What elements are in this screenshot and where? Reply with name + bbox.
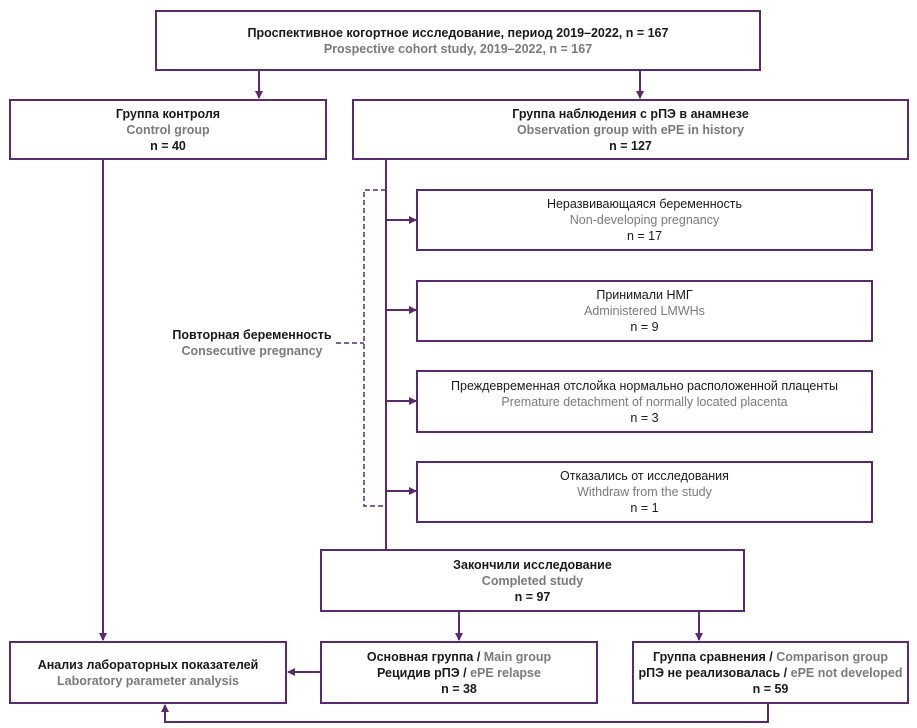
main-group-box: Основная группа / Main group Рецидив рПЭ… <box>320 641 598 704</box>
completed-count: n = 97 <box>514 589 551 604</box>
comparison-group-sub-ru: рПЭ не реализовалась <box>638 665 781 680</box>
completed-box: Закончили исследование Completed study n… <box>320 549 745 612</box>
observation-group-box: Группа наблюдения с рПЭ в анамнезе Obser… <box>352 99 909 160</box>
analysis-box: Анализ лабораторных показателей Laborato… <box>9 641 287 704</box>
analysis-en: Laboratory parameter analysis <box>56 673 240 688</box>
repeat-pregnancy-en: Consecutive pregnancy <box>181 344 323 358</box>
main-group-sep: / <box>473 649 484 664</box>
repeat-pregnancy-bracket <box>363 189 386 507</box>
main-group-en: Main group <box>483 649 552 664</box>
study-title-ru: Проспективное когортное исследование, пе… <box>247 25 669 40</box>
exclusion-1-ru: Неразвивающаяся беременность <box>546 197 743 211</box>
completed-ru: Закончили исследование <box>453 557 612 572</box>
repeat-pregnancy-label: Повторная беременность Consecutive pregn… <box>168 327 336 359</box>
exclusion-2-en: Administered LMWHs <box>584 304 705 318</box>
exclusion-4-count: n = 1 <box>630 501 659 515</box>
exclusion-1-en: Non-developing pregnancy <box>569 213 720 227</box>
main-group-count: n = 38 <box>441 681 477 696</box>
control-title-en: Control group <box>126 122 210 137</box>
arrow-comparison-to-analysis <box>161 703 769 723</box>
observation-count: n = 127 <box>609 138 652 153</box>
comparison-group-count: n = 59 <box>752 681 789 696</box>
comparison-group-sub-sep: / <box>780 665 791 680</box>
control-count: n = 40 <box>150 138 186 153</box>
exclusion-2-ru: Принимали НМГ <box>596 288 693 302</box>
exclusion-4-en: Withdraw from the study <box>577 485 712 499</box>
analysis-ru: Анализ лабораторных показателей <box>37 657 259 672</box>
exclusion-1-count: n = 17 <box>626 229 663 243</box>
comparison-group-sub-en: ePE not developed <box>790 665 903 680</box>
comparison-group-box: Группа сравнения / Comparison group рПЭ … <box>632 641 909 704</box>
control-group-box: Группа контроля Control group n = 40 <box>9 99 327 160</box>
exclusion-2-count: n = 9 <box>630 320 659 334</box>
exclusion-box-3: Преждевременная отслойка нормально распо… <box>416 370 873 433</box>
repeat-pregnancy-ru: Повторная беременность <box>172 328 332 342</box>
study-box: Проспективное когортное исследование, пе… <box>155 10 761 71</box>
study-title-en: Prospective cohort study, 2019–2022, n =… <box>323 41 593 56</box>
main-group-title: Основная группа / Main group <box>367 649 551 665</box>
comparison-group-en: Comparison group <box>776 649 889 664</box>
observation-title-ru: Группа наблюдения с рПЭ в анамнезе <box>512 106 749 121</box>
main-group-sub-sep: / <box>459 665 471 680</box>
main-group-sub-ru: Рецидив рПЭ <box>377 665 460 680</box>
comparison-group-sep: / <box>765 649 777 664</box>
exclusion-3-ru: Преждевременная отслойка нормально распо… <box>451 378 838 393</box>
exclusion-box-2: Принимали НМГ Administered LMWHs n = 9 <box>416 280 873 342</box>
completed-en: Completed study <box>481 573 584 588</box>
main-group-subtitle: Рецидив рПЭ / ePE relapse <box>377 665 541 681</box>
comparison-group-ru: Группа сравнения <box>652 649 766 664</box>
exclusion-3-count: n = 3 <box>630 410 659 425</box>
exclusion-box-1: Неразвивающаяся беременность Non-develop… <box>416 189 873 251</box>
observation-title-en: Observation group with ePE in history <box>516 122 745 137</box>
comparison-group-title: Группа сравнения / Comparison group <box>653 649 888 665</box>
main-group-sub-en: ePE relapse <box>470 665 541 680</box>
exclusion-box-4: Отказались от исследования Withdraw from… <box>416 461 873 523</box>
exclusion-3-en: Premature detachment of normally located… <box>501 394 788 409</box>
comparison-group-subtitle: рПЭ не реализовалась / ePE not developed <box>639 665 903 681</box>
exclusion-4-ru: Отказались от исследования <box>560 469 729 483</box>
main-group-ru: Основная группа <box>366 649 474 664</box>
control-title-ru: Группа контроля <box>115 106 221 121</box>
